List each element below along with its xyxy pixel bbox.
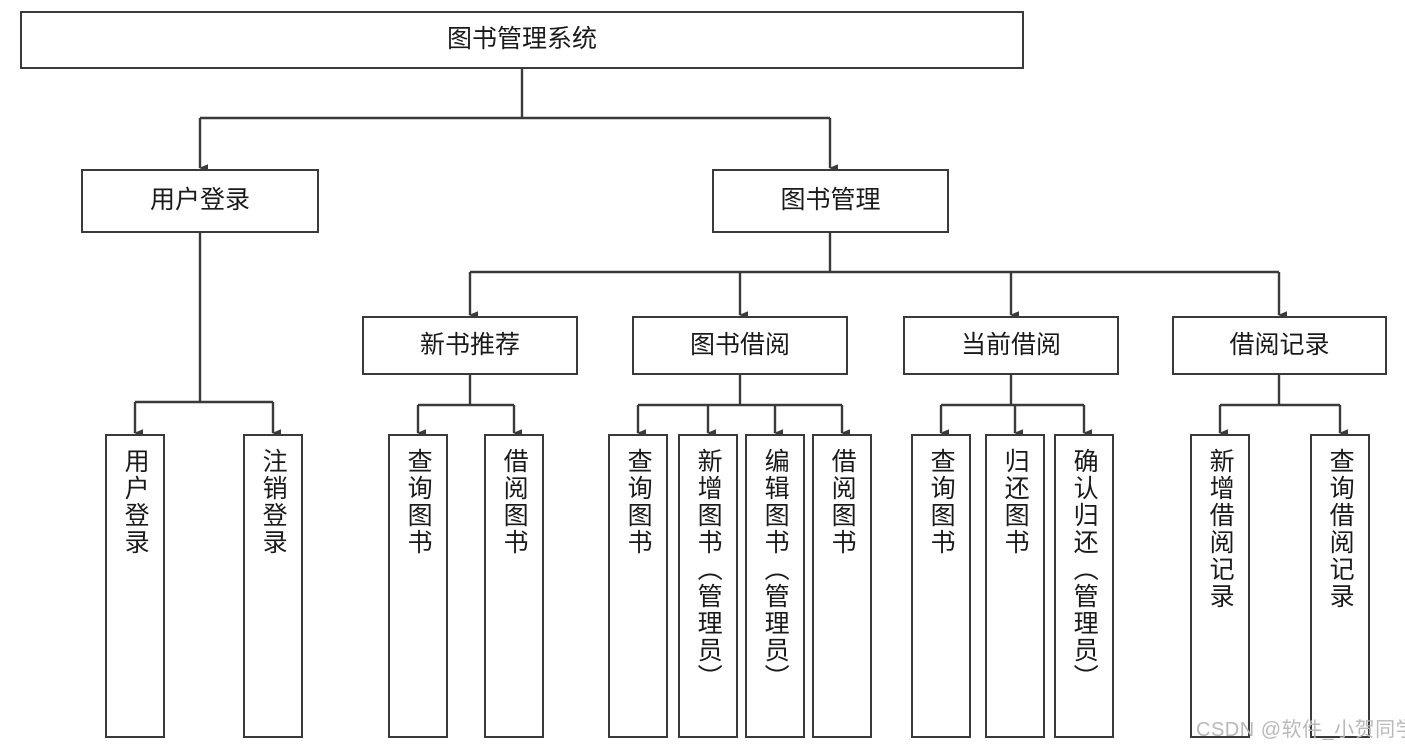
node-leaf-edit-book-admin[interactable]: 编辑图书（管理员） [745, 434, 805, 738]
node-leaf-user-login[interactable]: 用户登录 [105, 434, 165, 738]
node-label: 图书借阅 [689, 330, 790, 359]
node-label: 归还图书 [1001, 448, 1030, 556]
node-label: 确认归还（管理员） [1070, 448, 1099, 691]
node-label: 注销登录 [259, 448, 288, 556]
node-leaf-query-borrow-record[interactable]: 查询借阅记录 [1310, 434, 1370, 738]
tree-edges [133, 69, 1348, 437]
node-book-manage[interactable]: 图书管理 [712, 169, 949, 233]
node-label: 当前借阅 [960, 330, 1061, 359]
node-new-book-recommend[interactable]: 新书推荐 [362, 316, 578, 375]
node-leaf-logout-login[interactable]: 注销登录 [243, 434, 303, 738]
node-book-borrow[interactable]: 图书借阅 [632, 316, 848, 375]
node-root-system[interactable]: 图书管理系统 [20, 11, 1024, 69]
node-label: 借阅图书 [828, 448, 857, 556]
watermark-text: CSDN @软件_小贺同学 [1196, 719, 1405, 741]
node-leaf-query-book-2[interactable]: 查询图书 [608, 434, 668, 738]
node-label: 编辑图书（管理员） [761, 448, 790, 691]
node-leaf-confirm-return-admin[interactable]: 确认归还（管理员） [1054, 434, 1114, 738]
node-current-borrow[interactable]: 当前借阅 [903, 316, 1119, 375]
node-label: 图书管理系统 [446, 25, 597, 54]
node-label: 用户登录 [121, 448, 150, 556]
node-label: 用户登录 [149, 186, 250, 215]
node-label: 查询图书 [927, 448, 956, 556]
node-label: 新增图书（管理员） [694, 448, 723, 691]
node-label: 查询借阅记录 [1326, 448, 1355, 610]
node-leaf-return-book[interactable]: 归还图书 [985, 434, 1045, 738]
node-label: 新书推荐 [419, 330, 520, 359]
node-label: 查询图书 [624, 448, 653, 556]
node-leaf-query-book-3[interactable]: 查询图书 [911, 434, 971, 738]
node-borrow-record[interactable]: 借阅记录 [1172, 316, 1387, 375]
node-label: 查询图书 [404, 448, 433, 556]
node-leaf-query-book-1[interactable]: 查询图书 [388, 434, 448, 738]
node-user-login[interactable]: 用户登录 [81, 169, 319, 233]
node-leaf-add-borrow-record[interactable]: 新增借阅记录 [1190, 434, 1250, 738]
node-label: 借阅图书 [500, 448, 529, 556]
node-label: 借阅记录 [1229, 330, 1330, 359]
node-label: 新增借阅记录 [1206, 448, 1235, 610]
node-leaf-borrow-book-2[interactable]: 借阅图书 [812, 434, 872, 738]
node-label: 图书管理 [780, 186, 881, 215]
node-leaf-add-book-admin[interactable]: 新增图书（管理员） [678, 434, 738, 738]
node-leaf-borrow-book-1[interactable]: 借阅图书 [484, 434, 544, 738]
